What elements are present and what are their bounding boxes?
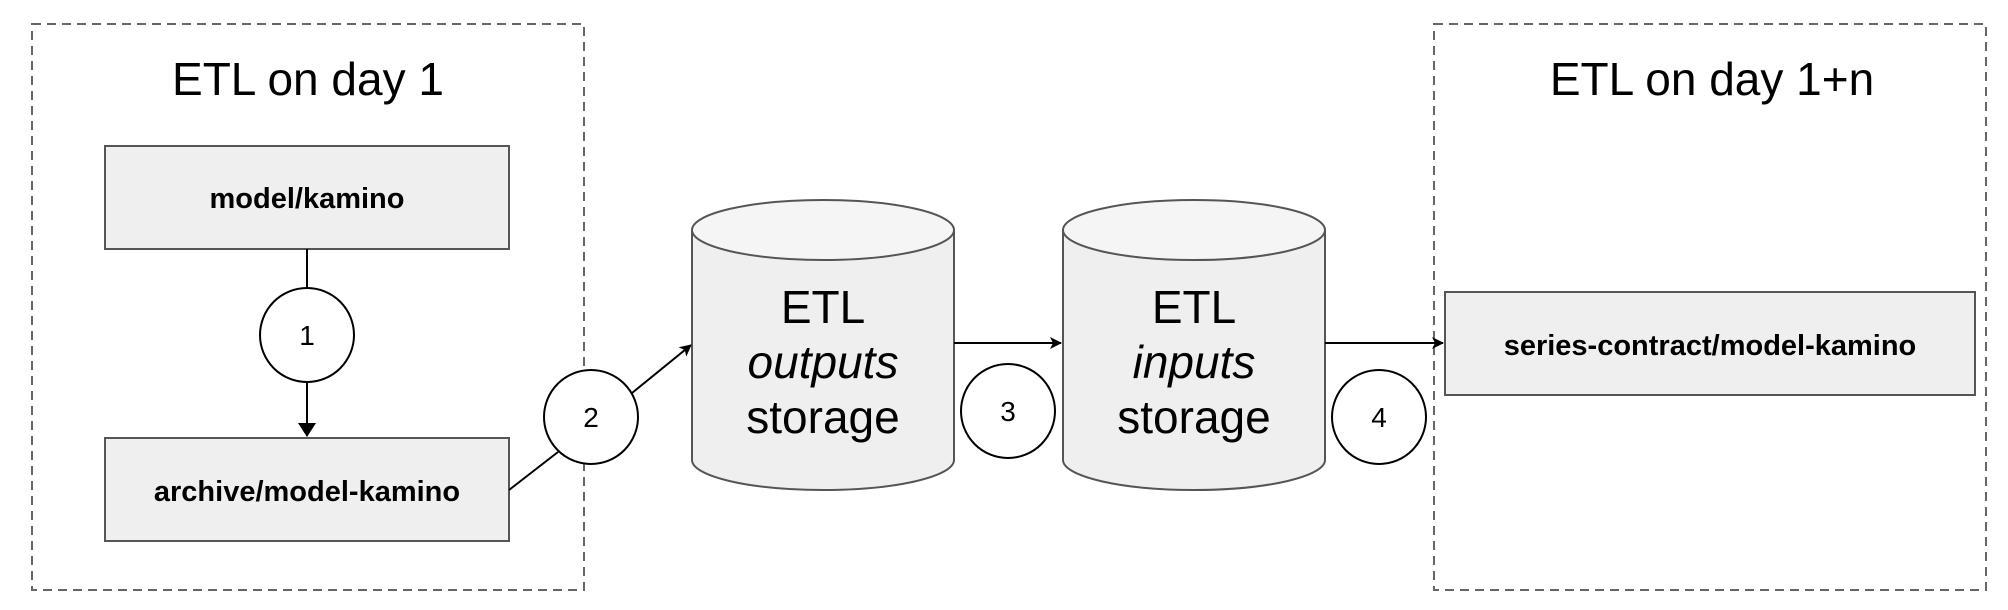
box-model-kamino[interactable]: model/kamino: [104, 145, 510, 250]
group-day-1-title: ETL on day 1: [172, 53, 444, 105]
group-day-1-border: [31, 23, 585, 591]
storage-outputs-body: [691, 230, 955, 491]
step-3-badge: 3: [960, 363, 1056, 459]
box-series-contract-label: series-contract/model-kamino: [1504, 330, 1917, 362]
storage-outputs-line2: outputs: [748, 336, 899, 388]
storage-outputs-line1: ETL: [781, 281, 865, 333]
storage-etl-outputs[interactable]: ETL outputs storage: [691, 199, 955, 491]
step-2-label: 2: [583, 402, 599, 433]
storage-etl-inputs[interactable]: ETL inputs storage: [1062, 199, 1326, 491]
group-day-1n-title: ETL on day 1+n: [1550, 53, 1874, 105]
step-3-label: 3: [1000, 396, 1016, 427]
group-day-1n-border: [1433, 23, 1987, 591]
box-archive-model-kamino[interactable]: archive/model-kamino: [104, 437, 510, 542]
storage-inputs-line3: storage: [1117, 391, 1270, 443]
storage-inputs-line2: inputs: [1133, 336, 1256, 388]
storage-outputs-line3: storage: [746, 391, 899, 443]
group-etl-day-1-plus-n: ETL on day 1+n: [1433, 23, 1987, 591]
group-etl-day-1: ETL on day 1: [31, 23, 585, 591]
storage-inputs-body: [1062, 230, 1326, 491]
storage-inputs-line1: ETL: [1152, 281, 1236, 333]
box-archive-model-kamino-label: archive/model-kamino: [154, 476, 460, 508]
storage-inputs-top: [1062, 199, 1326, 261]
storage-outputs-top: [691, 199, 955, 261]
step-1-badge: 1: [259, 287, 355, 383]
step-2-badge: 2: [543, 369, 639, 465]
box-model-kamino-label: model/kamino: [210, 183, 405, 215]
step-4-badge: 4: [1331, 369, 1427, 465]
step-4-label: 4: [1371, 402, 1387, 433]
connector-archive-to-step-2: [508, 451, 559, 491]
step-1-label: 1: [299, 320, 315, 351]
connector-step-2-to-outputs: [631, 344, 692, 394]
box-series-contract-model-kamino[interactable]: series-contract/model-kamino: [1444, 291, 1976, 396]
